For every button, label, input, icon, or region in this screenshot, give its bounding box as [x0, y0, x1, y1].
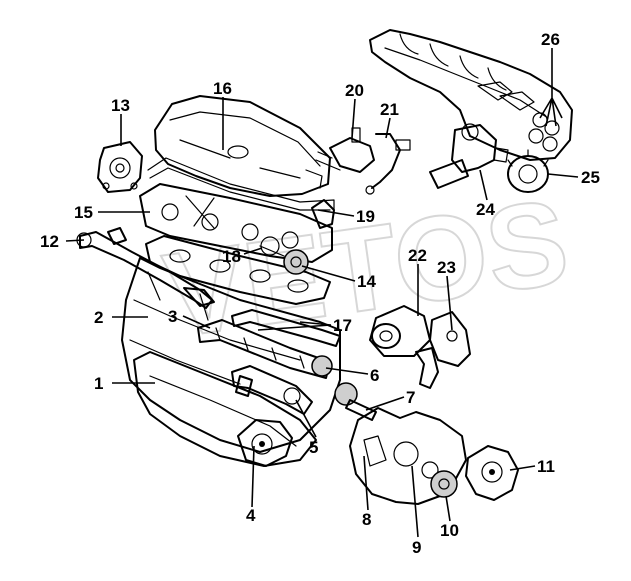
- end-cover: [465, 445, 519, 501]
- water-pump: [97, 141, 143, 193]
- callout-26: 26: [541, 30, 560, 49]
- callout-12: 12: [40, 232, 59, 251]
- intermediate-shaft: [231, 309, 341, 347]
- callout-8: 8: [362, 510, 371, 529]
- callout-1: 1: [94, 374, 103, 393]
- callout-4: 4: [246, 506, 256, 525]
- sensor-with-lead: [365, 133, 411, 195]
- callout-20: 20: [345, 81, 364, 100]
- cylinder-head: [139, 183, 333, 263]
- oil-pan: [133, 351, 317, 467]
- callout-18: 18: [222, 247, 241, 266]
- callout-13: 13: [111, 96, 130, 115]
- distributor: [429, 123, 509, 189]
- callout-5: 5: [309, 438, 318, 457]
- camshaft-sprocket: [259, 236, 309, 275]
- watermark: VETOS: [155, 173, 576, 364]
- callout-6: 6: [370, 366, 379, 385]
- valve-cover-gasket: [147, 157, 335, 215]
- callout-17: 17: [333, 316, 352, 335]
- engine-mount: [369, 305, 431, 357]
- ignition-wire-harness: [369, 29, 573, 161]
- crank-pulley-cover: [237, 419, 293, 467]
- callout-22: 22: [408, 246, 427, 265]
- thermostat-housing: [311, 199, 335, 229]
- callout-3: 3: [168, 307, 177, 326]
- callout-21: 21: [380, 100, 399, 119]
- mount-bracket: [415, 311, 471, 389]
- callout-15: 15: [74, 203, 93, 222]
- callout-11: 11: [537, 457, 555, 476]
- callout-23: 23: [437, 258, 456, 277]
- callout-9: 9: [412, 538, 421, 557]
- crankshaft: [197, 319, 333, 379]
- callout-14: 14: [357, 272, 376, 291]
- bearing-retainer: [430, 470, 458, 498]
- callout-10: 10: [440, 521, 459, 540]
- drive-sprocket: [334, 382, 377, 421]
- svg-text:VETOS: VETOS: [156, 174, 575, 363]
- callout-labels: 1 2 3 4 5 6 7 8 9 10 11 12 13 14 15 16 1…: [40, 30, 600, 557]
- coolant-pipe: [76, 227, 215, 309]
- callout-25: 25: [581, 168, 600, 187]
- callout-19: 19: [356, 207, 375, 226]
- callout-7: 7: [406, 388, 415, 407]
- valve-cover: [154, 95, 331, 197]
- callout-24: 24: [476, 200, 495, 219]
- callout-16: 16: [213, 79, 232, 98]
- leader-lines: [65, 48, 579, 538]
- vacuum-switch: [315, 127, 375, 173]
- callout-2: 2: [94, 308, 103, 327]
